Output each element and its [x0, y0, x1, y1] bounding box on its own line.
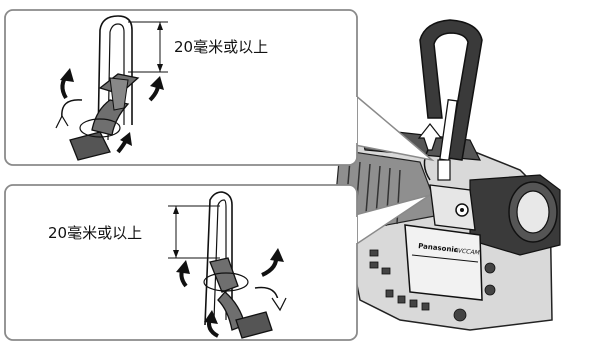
bottom-detail-callout — [4, 184, 431, 341]
camera-model-text: AVCCAM — [453, 247, 481, 257]
bottom-dimension-label: 20毫米或以上 — [48, 224, 143, 242]
top-detail-callout — [4, 9, 435, 166]
top-dimension-label: 20毫米或以上 — [174, 38, 269, 56]
shoulder-strap — [417, 19, 483, 181]
